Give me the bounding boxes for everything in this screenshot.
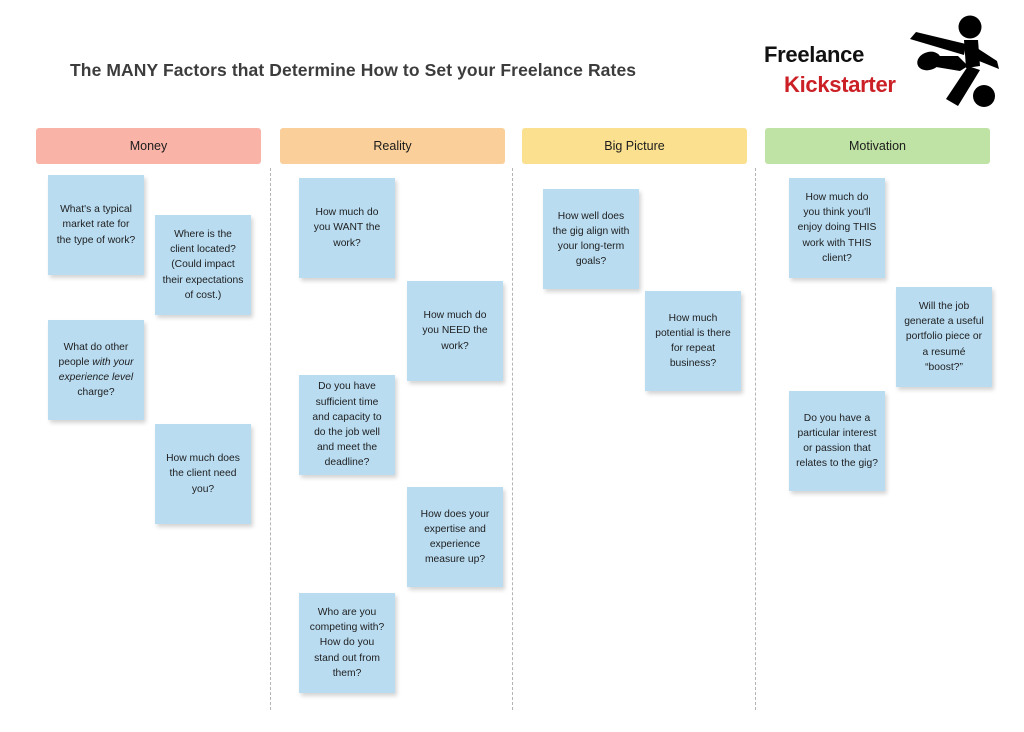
logo-text-kickstarter: Kickstarter — [784, 72, 896, 97]
column-divider-3 — [755, 168, 756, 710]
column-header-money[interactable]: Money — [36, 128, 261, 164]
column-divider-2 — [512, 168, 513, 710]
column-header-label: Money — [129, 139, 168, 153]
sticky-note-text: How much potential is there for repeat b… — [655, 312, 731, 370]
column-header-motivation[interactable]: Motivation — [765, 128, 990, 164]
sticky-note-motivation-1[interactable]: How much do you think you'll enjoy doing… — [789, 178, 885, 278]
sticky-note-text: Will the job generate a useful portfolio… — [904, 300, 984, 373]
sticky-note-text: Do you have sufficient time and capacity… — [312, 381, 382, 469]
column-header-label: Reality — [373, 139, 412, 153]
stick-figure-kicking-ball-icon — [910, 15, 999, 107]
sticky-note-text: How does your expertise and experience m… — [420, 508, 490, 566]
sticky-note-text: What's a typical market rate for the typ… — [56, 204, 136, 246]
sticky-note-money-2[interactable]: Where is the client located? (Could impa… — [155, 215, 251, 315]
sticky-note-text: Who are you competing with? How do you s… — [309, 606, 385, 679]
sticky-note-text: Do you have a particular interest or pas… — [796, 412, 878, 470]
column-divider-1 — [270, 168, 271, 710]
sticky-note-reality-4[interactable]: How does your expertise and experience m… — [407, 487, 503, 587]
logo-text-freelance: Freelance — [764, 42, 865, 67]
column-header-reality[interactable]: Reality — [280, 128, 505, 164]
sticky-note-text: Where is the client located? (Could impa… — [162, 228, 244, 301]
sticky-note-motivation-2[interactable]: Will the job generate a useful portfolio… — [896, 287, 992, 387]
sticky-note-money-3[interactable]: What do other people with your experienc… — [48, 320, 144, 420]
brand-logo: Freelance Kickstarter — [758, 14, 1006, 110]
column-header-big-picture[interactable]: Big Picture — [522, 128, 747, 164]
page-title: The MANY Factors that Determine How to S… — [70, 60, 637, 80]
sticky-note-reality-5[interactable]: Who are you competing with? How do you s… — [299, 593, 395, 693]
sticky-note-money-4[interactable]: How much does the client need you? — [155, 424, 251, 524]
sticky-note-text: How much do you NEED the work? — [422, 310, 488, 352]
sticky-note-reality-2[interactable]: How much do you NEED the work? — [407, 281, 503, 381]
sticky-note-text: How well does the gig align with your lo… — [552, 210, 630, 268]
column-header-label: Big Picture — [604, 139, 665, 153]
sticky-note-text: What do other people with your experienc… — [58, 341, 134, 399]
sticky-note-big-picture-2[interactable]: How much potential is there for repeat b… — [645, 291, 741, 391]
column-header-label: Motivation — [849, 139, 906, 153]
sticky-note-text: How much do you think you'll enjoy doing… — [797, 191, 877, 264]
sticky-note-big-picture-1[interactable]: How well does the gig align with your lo… — [543, 189, 639, 289]
sticky-note-text: How much does the client need you? — [166, 453, 240, 495]
sticky-note-reality-3[interactable]: Do you have sufficient time and capacity… — [299, 375, 395, 475]
sticky-note-money-1[interactable]: What's a typical market rate for the typ… — [48, 175, 144, 275]
sticky-note-text: How much do you WANT the work? — [313, 207, 381, 249]
sticky-note-reality-1[interactable]: How much do you WANT the work? — [299, 178, 395, 278]
sticky-note-motivation-3[interactable]: Do you have a particular interest or pas… — [789, 391, 885, 491]
